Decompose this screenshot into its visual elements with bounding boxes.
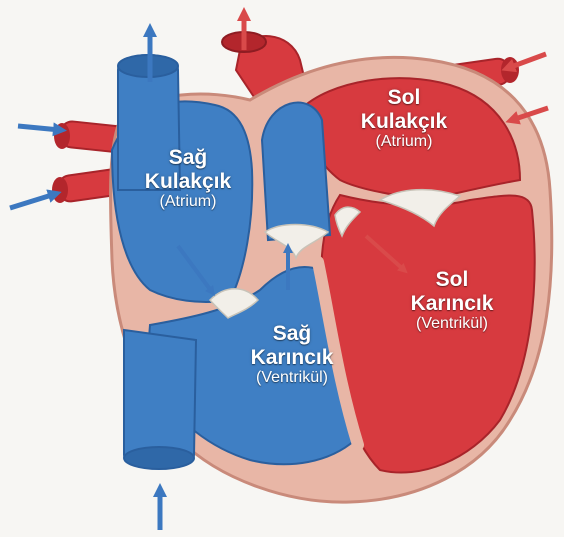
left-atrium-sub: (Atrium) (361, 133, 447, 151)
left-ventricle-name-1: Sol (411, 268, 494, 292)
right-ventricle-name-2: Karıncık (251, 346, 334, 370)
label-left-atrium: Sol Kulakçık (Atrium) (361, 86, 447, 151)
left-atrium-name-2: Kulakçık (361, 110, 447, 134)
label-right-atrium: Sağ Kulakçık (Atrium) (145, 146, 231, 211)
right-ventricle-sub: (Ventrikül) (251, 369, 334, 387)
arrow-left-in-2 (10, 194, 55, 208)
pulmonary-trunk (262, 103, 330, 240)
right-atrium-sub: (Atrium) (145, 193, 231, 211)
right-atrium-name-2: Kulakçık (145, 170, 231, 194)
label-left-ventricle: Sol Karıncık (Ventrikül) (411, 268, 494, 333)
left-ventricle-name-2: Karıncık (411, 292, 494, 316)
inferior-vena-cava (124, 330, 196, 466)
left-ventricle-sub: (Ventrikül) (411, 315, 494, 333)
left-atrium-name-1: Sol (361, 86, 447, 110)
label-right-ventricle: Sağ Karıncık (Ventrikül) (251, 322, 334, 387)
right-atrium-name-1: Sağ (145, 146, 231, 170)
arrow-left-in-1 (18, 126, 60, 130)
right-ventricle-name-1: Sağ (251, 322, 334, 346)
